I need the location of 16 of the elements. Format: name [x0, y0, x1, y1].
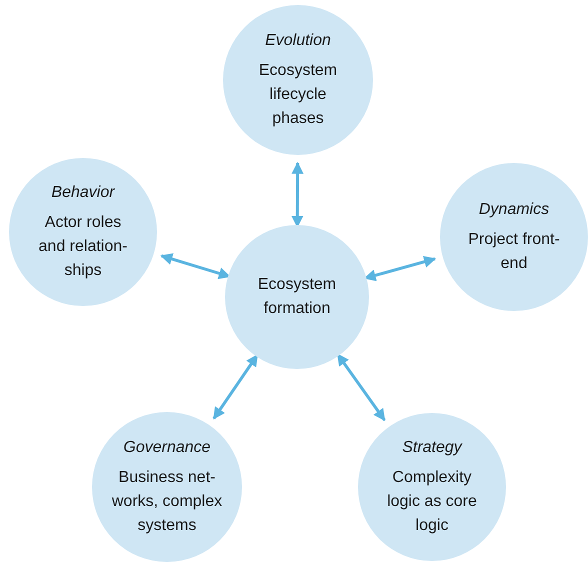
- double-arrow: [364, 256, 436, 282]
- circle-heading: Strategy: [402, 438, 462, 458]
- circle-text: Business net- works, complex systems: [111, 468, 223, 536]
- circle-text: Project front-end: [467, 230, 561, 274]
- circle-text: Ecosystem formation: [256, 275, 338, 319]
- circle-heading: Evolution: [265, 31, 331, 51]
- double-arrow: [212, 354, 258, 420]
- double-arrow: [291, 162, 304, 228]
- double-arrow: [337, 353, 386, 422]
- circle-heading: Dynamics: [478, 200, 550, 220]
- circle-text: Ecosystem lifecycle phases: [258, 61, 338, 129]
- circle-text: Complexity logic as core logic: [386, 468, 478, 536]
- circle-heading: Behavior: [51, 183, 115, 203]
- circle-text: Actor roles and relation- ships: [38, 213, 128, 281]
- double-arrow: [160, 253, 231, 280]
- circle-heading: Governance: [123, 438, 211, 458]
